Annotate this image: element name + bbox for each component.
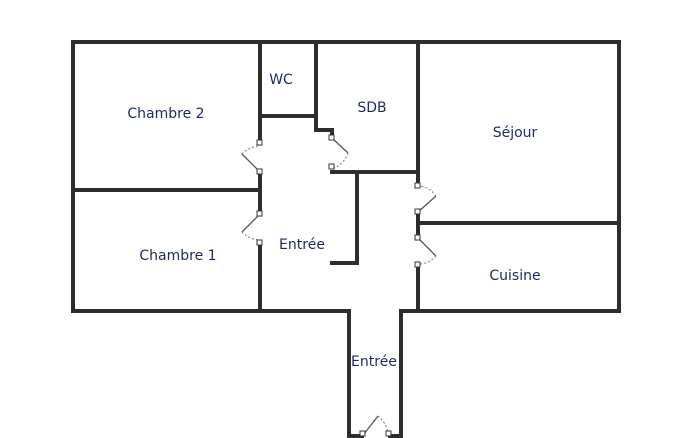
wall-hall-stub	[330, 170, 359, 265]
door-chambre2	[241, 139, 263, 175]
door-entrance	[359, 415, 392, 437]
outer-wall-left	[71, 40, 351, 438]
door-cuisine	[414, 234, 437, 268]
room-label-chambre1: Chambre 1	[139, 248, 216, 264]
room-label-entree-corridor: Entrée	[351, 354, 397, 370]
room-label-entree-hall: Entrée	[279, 237, 325, 253]
room-label-sdb: SDB	[357, 100, 386, 116]
room-label-sejour: Séjour	[493, 125, 538, 141]
room-label-wc: WC	[269, 72, 293, 88]
room-label-chambre2: Chambre 2	[127, 106, 204, 122]
room-labels: Chambre 2 WC SDB Séjour Chambre 1 Entrée…	[127, 72, 540, 370]
door-sejour	[414, 182, 437, 215]
door-chambre1	[241, 210, 263, 246]
walls	[71, 40, 621, 438]
door-sdb	[328, 134, 349, 170]
outer-wall	[71, 40, 621, 438]
doors	[241, 134, 437, 437]
room-label-cuisine: Cuisine	[489, 268, 540, 284]
